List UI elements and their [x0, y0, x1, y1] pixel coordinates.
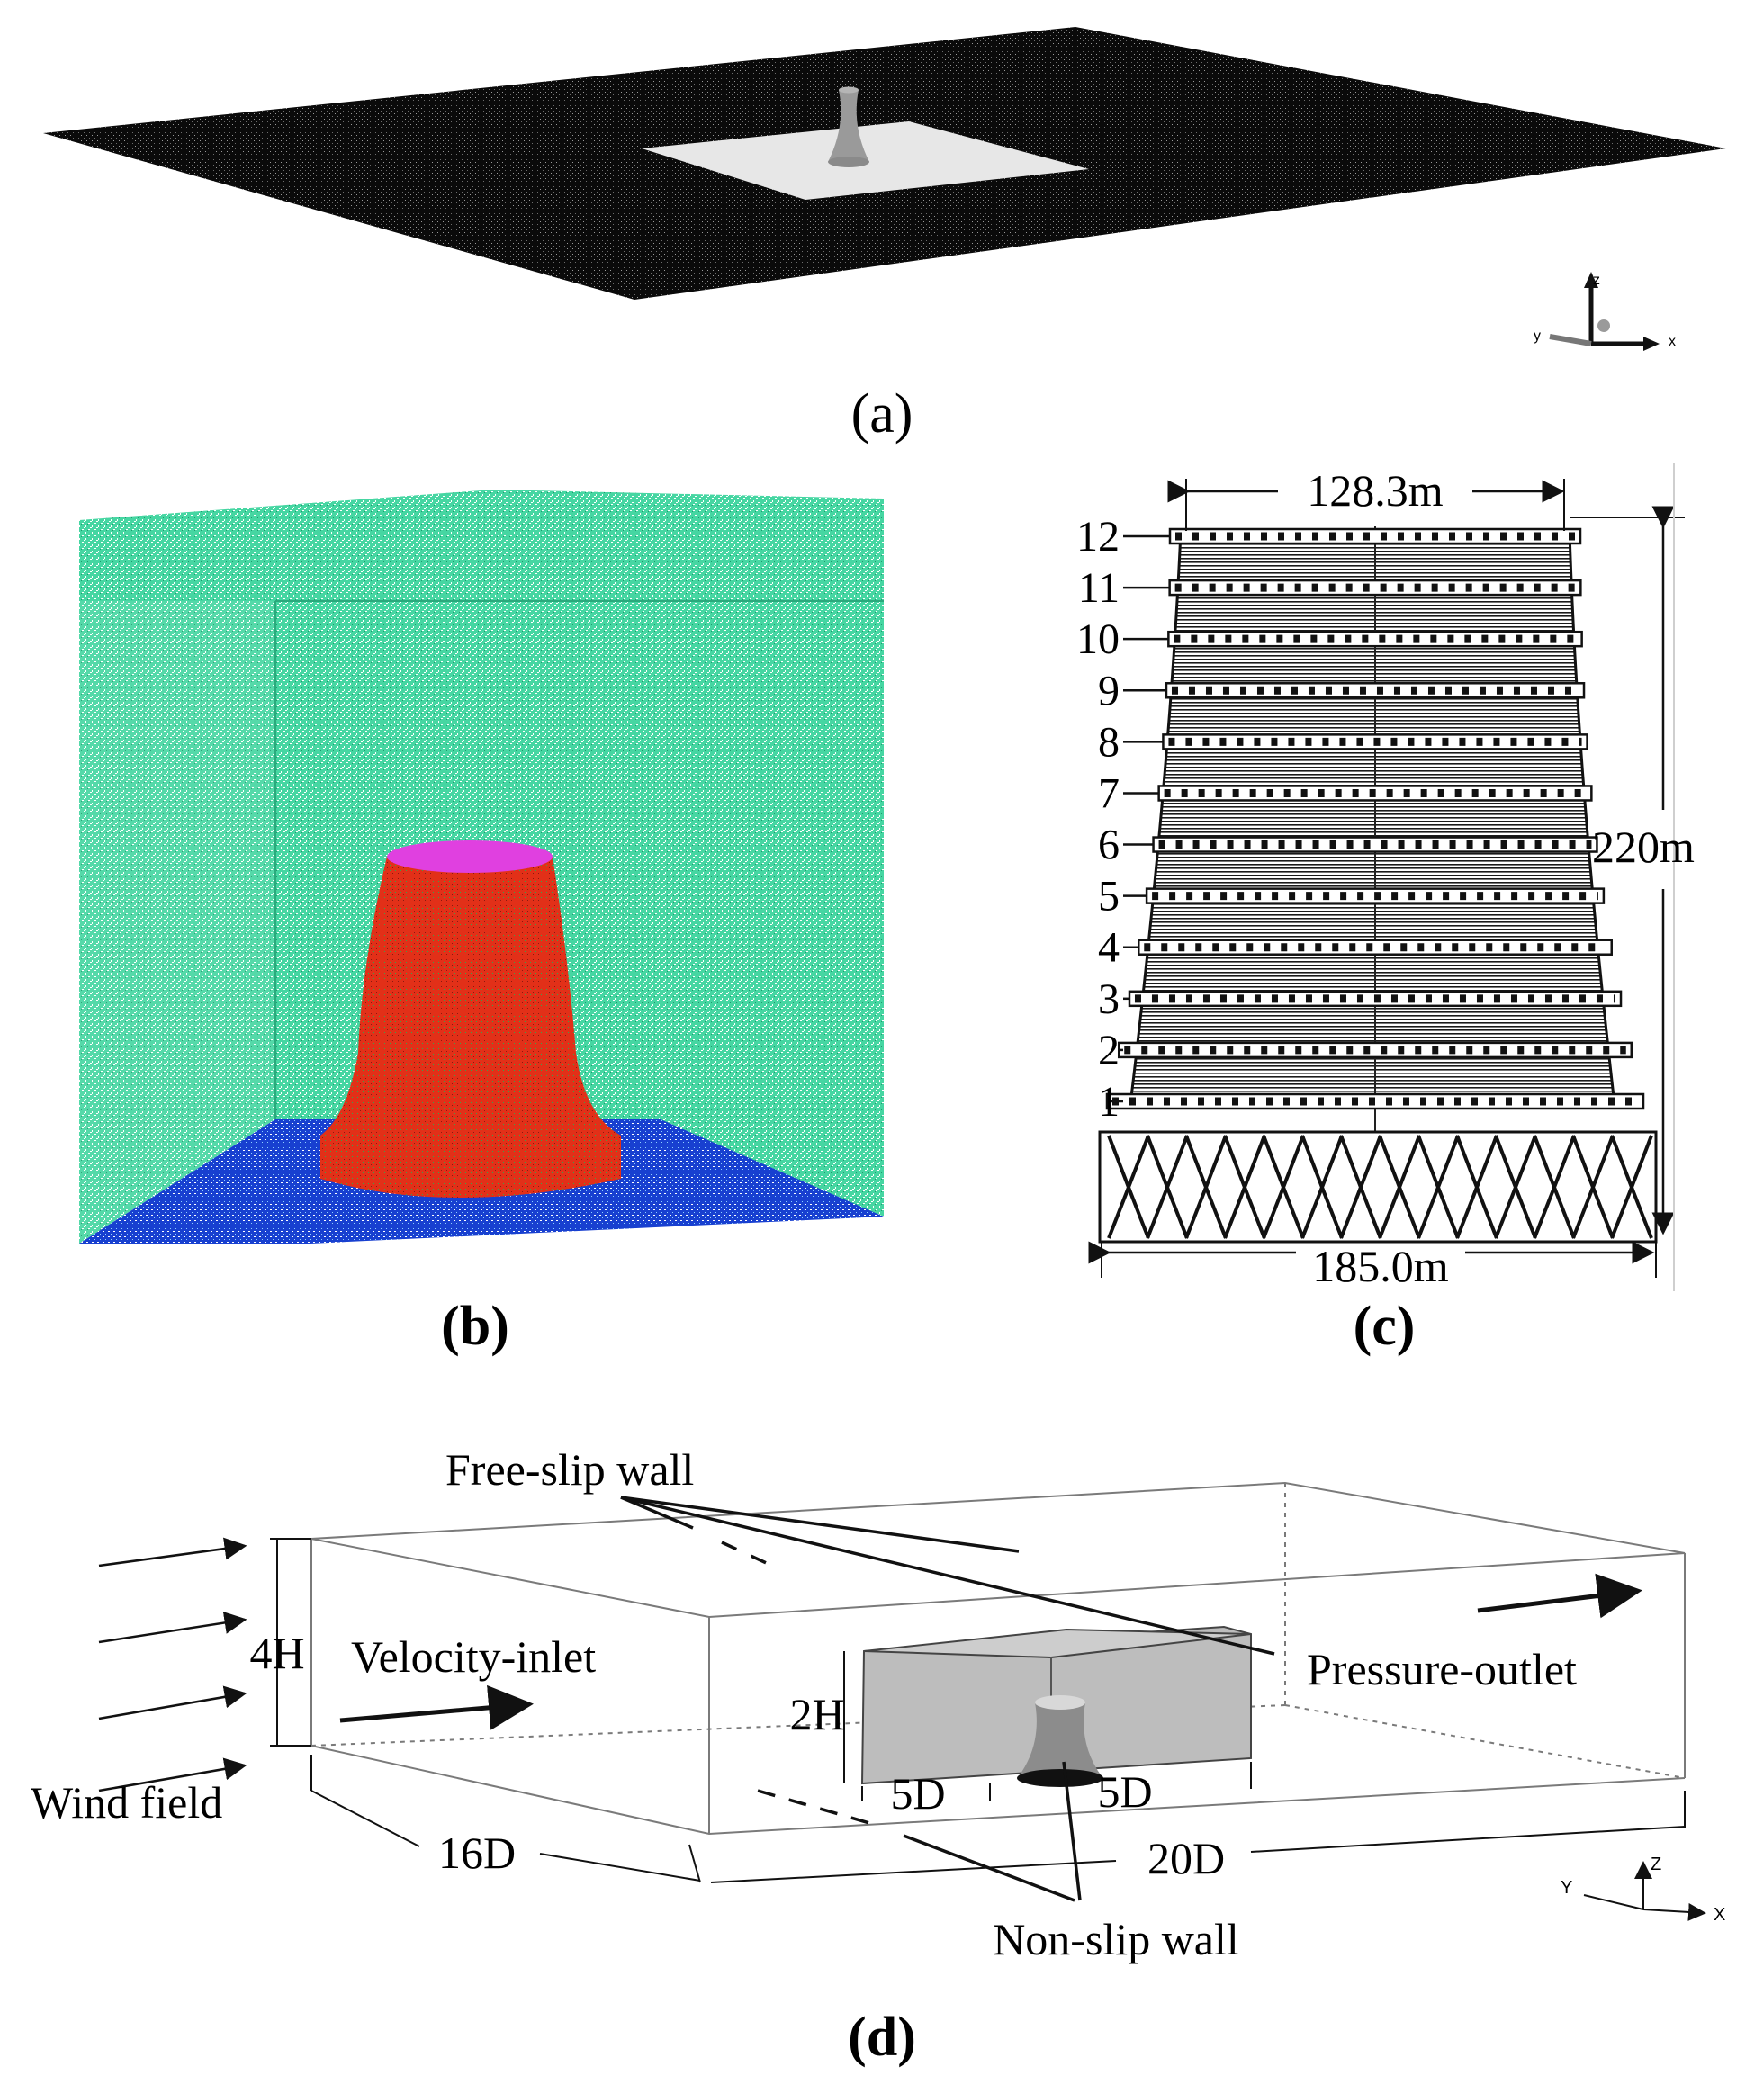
domain-side-face: [79, 520, 275, 1244]
column-pair: [1184, 1135, 1228, 1239]
free-slip-leaders: [620, 1496, 1275, 1656]
tower-model-d: [1017, 1695, 1103, 1787]
column-pair: [1494, 1135, 1537, 1239]
top-width-dim: 128.3m: [1307, 465, 1444, 516]
level-label-2: 2: [1098, 1027, 1120, 1074]
column-pair: [1533, 1135, 1576, 1239]
dim-5D-right: 5D: [1097, 1766, 1152, 1817]
panel-label-c: (c): [1354, 1296, 1416, 1357]
panel-a: z y x (a): [43, 27, 1726, 445]
axis-x-label-d: X: [1714, 1905, 1725, 1925]
column-pair: [1223, 1135, 1266, 1239]
dim-16D: 16D: [438, 1828, 516, 1878]
level-label-6: 6: [1098, 822, 1120, 869]
panel-b: (b): [79, 490, 884, 1357]
column-pair: [1610, 1135, 1653, 1239]
free-slip-wall-label: Free-slip wall: [446, 1444, 694, 1495]
dim-2H: 2H: [789, 1689, 844, 1739]
tower-model-b: [320, 840, 621, 1198]
velocity-inlet-label: Velocity-inlet: [351, 1631, 596, 1682]
column-pair: [1571, 1135, 1615, 1239]
column-pair: [1300, 1135, 1344, 1239]
level-label-4: 4: [1098, 924, 1120, 972]
axis-y-label-a: y: [1534, 328, 1541, 344]
axis-triad-d: Z Y X: [1561, 1855, 1725, 1925]
column-pair: [1262, 1135, 1305, 1239]
column-pair: [1107, 1135, 1150, 1239]
level-label-10: 10: [1076, 615, 1120, 663]
panel-d: 4H Velocity-inlet 2H 5D 5D Pressure-outl…: [31, 1444, 1725, 2068]
section-rings: [1105, 527, 1645, 1110]
column-pair: [1339, 1135, 1382, 1239]
dim-5D-left: 5D: [890, 1768, 945, 1819]
non-slip-wall-label: Non-slip wall: [993, 1914, 1239, 1964]
axis-triad-a: z y x: [1534, 272, 1676, 351]
column-lattice: [1107, 1135, 1653, 1239]
column-pair: [1455, 1135, 1498, 1239]
panel-label-a: (a): [851, 383, 914, 445]
wind-arrows: [98, 1537, 248, 1792]
base-width-dim: 185.0m: [1312, 1241, 1449, 1291]
wind-field-label: Wind field: [31, 1777, 222, 1828]
level-label-11: 11: [1078, 564, 1120, 612]
pressure-outlet-label: Pressure-outlet: [1307, 1644, 1577, 1694]
section-ring-6: [1152, 836, 1598, 853]
level-label-9: 9: [1098, 667, 1120, 714]
column-pair: [1417, 1135, 1460, 1239]
tower-shell-elevation: [1129, 529, 1616, 1107]
domain-top-face: [79, 490, 884, 601]
tower-model-a: [828, 86, 869, 167]
level-label-12: 12: [1076, 513, 1120, 561]
panel-label-d: (d): [848, 2007, 916, 2068]
axis-z-label-a: z: [1593, 273, 1600, 288]
panel-label-b: (b): [441, 1296, 509, 1357]
axis-x-label-a: x: [1669, 334, 1676, 349]
dim-4H: 4H: [249, 1628, 304, 1678]
column-pair: [1378, 1135, 1421, 1239]
level-label-7: 7: [1098, 769, 1120, 817]
level-label-3: 3: [1098, 975, 1120, 1023]
level-label-5: 5: [1098, 873, 1120, 921]
column-pair: [1146, 1135, 1189, 1239]
axis-z-label-d: Z: [1651, 1855, 1661, 1874]
dim-20D: 20D: [1148, 1833, 1225, 1883]
level-label-1: 1: [1098, 1078, 1120, 1126]
level-label-8: 8: [1098, 718, 1120, 766]
axis-y-label-d: Y: [1561, 1878, 1572, 1898]
height-dim: 220m: [1592, 822, 1695, 872]
